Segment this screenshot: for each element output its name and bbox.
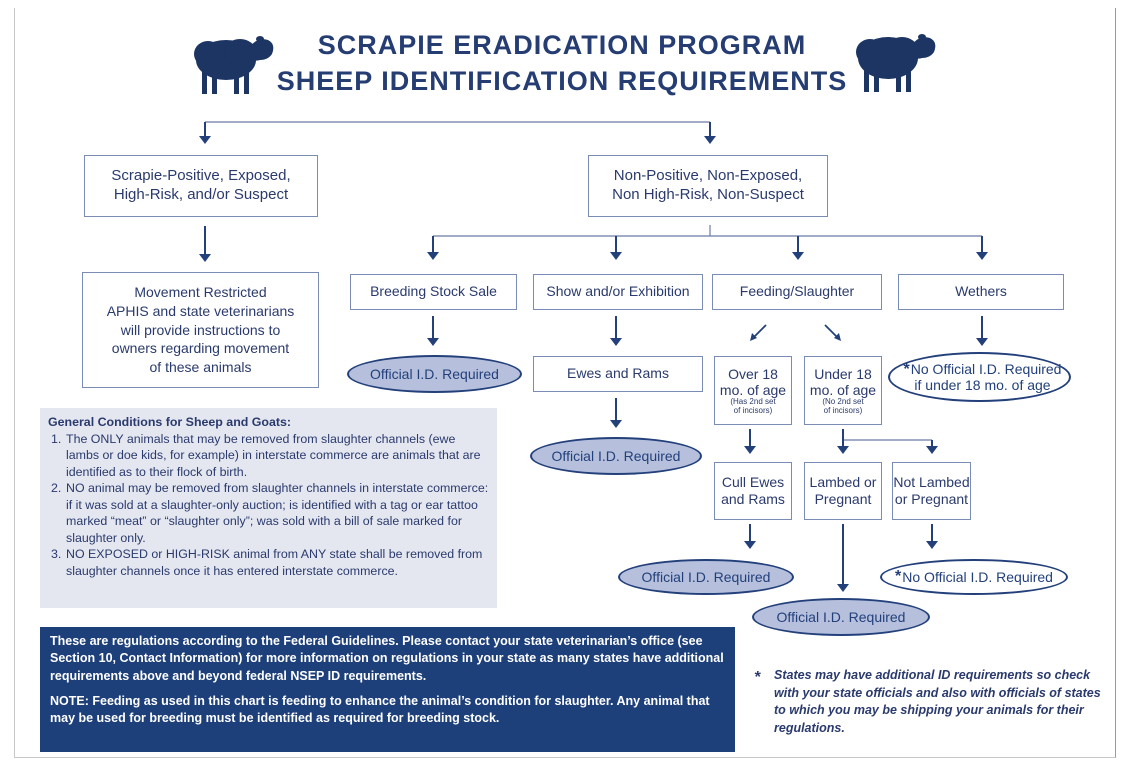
wethers-outcome-line-2: if under 18 mo. of age xyxy=(914,377,1051,394)
conditions-heading: General Conditions for Sheep and Goats: xyxy=(48,415,292,429)
non-positive-box: Non-Positive, Non-Exposed, Non High-Risk… xyxy=(588,155,828,217)
breeding-official-id-oval: Official I.D. Required xyxy=(347,355,522,393)
not-lambed-outcome-text: No Official I.D. Required xyxy=(902,569,1053,585)
wethers-outcome-line-1: *No Official I.D. Required xyxy=(904,361,1062,379)
footnote-text: States may have additional ID requiremen… xyxy=(774,668,1101,735)
page-subtitle: SHEEP IDENTIFICATION REQUIREMENTS xyxy=(276,66,848,96)
condition-item: 3. NO EXPOSED or HIGH-RISK animal from AN… xyxy=(48,546,489,579)
not-lambed-no-official-id-oval: *No Official I.D. Required xyxy=(880,559,1068,595)
over-18-note-2: of incisors) xyxy=(733,405,773,415)
note-paragraph: NOTE: Feeding as used in this chart is f… xyxy=(50,693,710,725)
over-18-line-2: mo. of age xyxy=(719,381,787,398)
wethers-outcome-text: No Official I.D. Required xyxy=(910,360,1062,377)
condition-text: The ONLY animals that may be removed fro… xyxy=(66,431,481,479)
cull-ewes-rams-box: Cull Ewes and Rams xyxy=(714,462,792,520)
condition-number: 1. xyxy=(51,431,62,446)
cull-official-id-oval: Official I.D. Required xyxy=(618,559,794,595)
sheep-silhouette-icon xyxy=(856,34,936,92)
cull-line-1: Cull Ewes xyxy=(721,473,785,490)
lambed-official-id-oval: Official I.D. Required xyxy=(752,598,930,636)
asterisk-icon: * xyxy=(895,568,902,585)
positive-line-1: Scrapie-Positive, Exposed, xyxy=(111,167,291,185)
condition-number: 3. xyxy=(51,547,62,561)
cull-line-2: and Rams xyxy=(721,491,785,507)
restricted-line: Movement Restricted xyxy=(134,284,267,301)
under-18-box: Under 18 mo. of age (No 2nd set of incis… xyxy=(804,356,882,425)
under-18-line-2: mo. of age xyxy=(809,381,877,398)
condition-item: 1. The ONLY animals that may be removed f… xyxy=(48,431,489,481)
condition-text: NO animal may be removed from slaughter … xyxy=(66,481,489,545)
restricted-line: of these animals xyxy=(149,358,252,375)
lambed-line-2: Pregnant xyxy=(814,491,872,507)
over-18-box: Over 18 mo. of age (Has 2nd set of incis… xyxy=(714,356,792,425)
positive-exposed-box: Scrapie-Positive, Exposed, High-Risk, an… xyxy=(84,155,318,217)
restricted-line: APHIS and state veterinarians xyxy=(106,303,295,320)
show-official-id-oval: Official I.D. Required xyxy=(530,437,702,475)
not-lambed-line-2: or Pregnant xyxy=(894,491,969,507)
negative-line-1: Non-Positive, Non-Exposed, xyxy=(613,167,803,185)
general-conditions-panel: General Conditions for Sheep and Goats: … xyxy=(40,408,497,608)
negative-line-2: Non High-Risk, Non-Suspect xyxy=(612,186,804,203)
page-frame xyxy=(14,8,1116,758)
over-18-note-1: (Has 2nd set xyxy=(730,396,776,406)
wethers-box: Wethers xyxy=(898,274,1064,310)
conditions-list: 1. The ONLY animals that may be removed f… xyxy=(48,431,489,580)
not-lambed-line-1: Not Lambed xyxy=(893,473,970,490)
condition-number: 2. xyxy=(51,481,62,495)
breeding-stock-box: Breeding Stock Sale xyxy=(350,274,517,310)
restricted-line: owners regarding movement xyxy=(111,340,290,357)
positive-line-2: High-Risk, and/or Suspect xyxy=(113,186,289,203)
sheep-silhouette-icon xyxy=(194,36,274,94)
page-title: SCRAPIE ERADICATION PROGRAM xyxy=(317,30,807,60)
lambed-line-1: Lambed or xyxy=(809,473,877,490)
notice-paragraph: These are regulations according to the F… xyxy=(50,634,724,683)
asterisk-footnote: * States may have additional ID requirem… xyxy=(754,667,1106,737)
movement-restricted-box: Movement Restricted APHIS and state vete… xyxy=(82,272,319,388)
condition-item: 2. NO animal may be removed from slaughte… xyxy=(48,480,489,546)
show-exhibition-box: Show and/or Exhibition xyxy=(533,274,703,310)
restricted-line: will provide instructions to xyxy=(120,321,281,338)
condition-text: NO EXPOSED or HIGH-RISK animal from ANY … xyxy=(66,547,483,578)
over-18-line-1: Over 18 xyxy=(728,365,778,382)
feeding-slaughter-box: Feeding/Slaughter xyxy=(712,274,882,310)
under-18-note-2: of incisors) xyxy=(823,405,863,415)
not-lambed-box: Not Lambed or Pregnant xyxy=(892,462,971,520)
asterisk-icon: * xyxy=(903,360,910,378)
wethers-no-official-id-oval: *No Official I.D. Required if under 18 m… xyxy=(888,352,1071,402)
under-18-note-1: (No 2nd set xyxy=(822,396,864,406)
lambed-pregnant-box: Lambed or Pregnant xyxy=(804,462,882,520)
ewes-rams-box: Ewes and Rams xyxy=(533,356,703,392)
under-18-line-1: Under 18 xyxy=(814,365,872,382)
asterisk-icon: * xyxy=(754,669,761,686)
federal-guidelines-notice: These are regulations according to the F… xyxy=(40,627,735,752)
